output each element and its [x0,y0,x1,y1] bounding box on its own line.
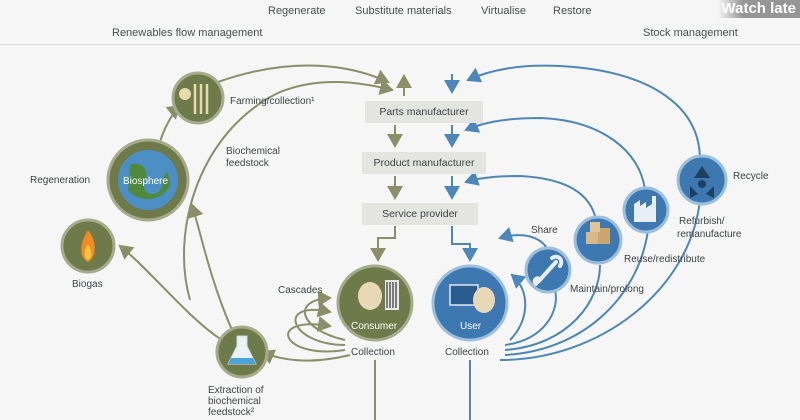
extraction-label-2: biochemical [208,396,261,407]
flow-collection-to-recycle [499,199,701,361]
consumer-icon [336,264,414,342]
flow-collection-to-reuse [504,264,601,351]
flow-farming-to-parts [217,64,390,85]
header-substitute-materials: Substitute materials [355,5,452,17]
extraction-icon [215,325,269,379]
cascade-2 [294,301,346,346]
renewables-flow-label: Renewables flow management [112,27,263,39]
flow-share-loop [509,273,527,341]
biogas-icon [60,218,116,274]
flow-recycle-loop [466,64,701,161]
extraction-label-3: feedstock² [208,407,255,418]
flow-extraction-to-biosphere [188,203,233,331]
cascade-3 [287,316,346,353]
flow-refurbish-loop [464,116,646,191]
flow-collection-to-maintain [504,289,557,346]
user-label: User [460,321,482,332]
flow-reuse-loop [464,170,597,221]
flow-service-to-consumer [370,226,396,262]
cascade-1 [304,290,346,341]
flow-biochemical-to-parts [183,79,394,301]
biochemical-feedstock-label-2: feedstock [226,158,269,169]
regeneration-label: Regeneration [30,175,91,186]
recycle-icon [676,154,728,206]
flow-collection-to-refurbish [504,229,649,356]
extraction-label-1: Extraction of [208,385,264,396]
farming-icon [171,71,225,125]
flow-maintain-loop [498,226,549,251]
cascades-label: Cascades [278,285,323,296]
header-virtualise: Virtualise [481,5,527,17]
user-icon [431,264,509,342]
flow-consumer-to-extraction [260,349,351,365]
biosphere-label: Biosphere [123,176,169,187]
consumer-label: Consumer [351,321,398,332]
consumer-collection-label: Collection [351,347,395,358]
maintain-label: Maintain/prolong [570,284,644,295]
farming-label: Farming/collection¹ [230,96,315,107]
refurbish-icon [622,186,670,234]
flow-extraction-to-biogas [118,244,223,341]
service-provider-box: Service provider [362,203,478,225]
refurbish-label-2: remanufacture [677,229,742,240]
header-divider [0,44,800,45]
stock-management-label: Stock management [643,27,738,39]
share-label: Share [531,225,558,236]
reuse-label: Reuse/redistribute [624,254,706,265]
header-restore: Restore [553,5,592,17]
product-manufacturer-box: Product manufacturer [362,152,486,174]
reuse-icon [573,215,623,265]
biogas-label: Biogas [72,279,103,290]
maintain-icon [524,246,572,294]
watch-later-button[interactable]: Watch late [717,0,800,18]
flow-service-to-user [451,226,478,262]
user-collection-label: Collection [445,347,489,358]
biosphere-icon [106,138,190,222]
header-regenerate: Regenerate [268,5,326,17]
parts-manufacturer-box: Parts manufacturer [365,101,483,123]
recycle-label: Recycle [733,171,769,182]
biochemical-feedstock-label-1: Biochemical [226,146,280,157]
refurbish-label-1: Refurbish/ [679,216,725,227]
